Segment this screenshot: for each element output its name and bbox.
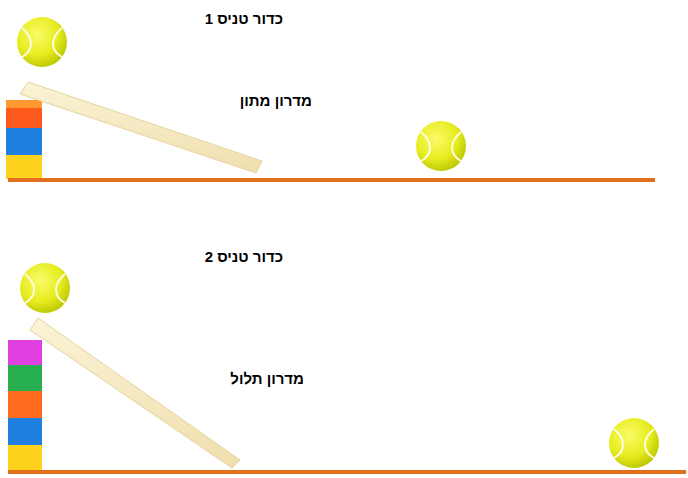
tennis-ball-1 bbox=[17, 17, 67, 67]
ramp-label: מדרון תלול bbox=[230, 370, 304, 388]
block bbox=[8, 365, 42, 391]
block bbox=[6, 128, 42, 155]
ground-line bbox=[8, 470, 686, 474]
tennis-ball-rolled bbox=[416, 121, 466, 171]
block bbox=[8, 340, 42, 365]
ball-label: כדור טניס 1 bbox=[205, 10, 283, 28]
gentle-ramp bbox=[20, 82, 262, 173]
block bbox=[6, 100, 42, 128]
ground-line bbox=[8, 178, 655, 182]
block bbox=[8, 391, 42, 418]
ramp-label: מדרון מתון bbox=[240, 92, 312, 110]
tennis-ball-rolled bbox=[609, 418, 659, 468]
block bbox=[6, 155, 42, 179]
ball-label: כדור טניס 2 bbox=[205, 248, 283, 266]
block bbox=[8, 418, 42, 445]
steep-ramp bbox=[30, 318, 240, 468]
block-shade bbox=[6, 100, 42, 108]
block bbox=[8, 445, 42, 470]
tennis-ball-2 bbox=[20, 263, 70, 313]
